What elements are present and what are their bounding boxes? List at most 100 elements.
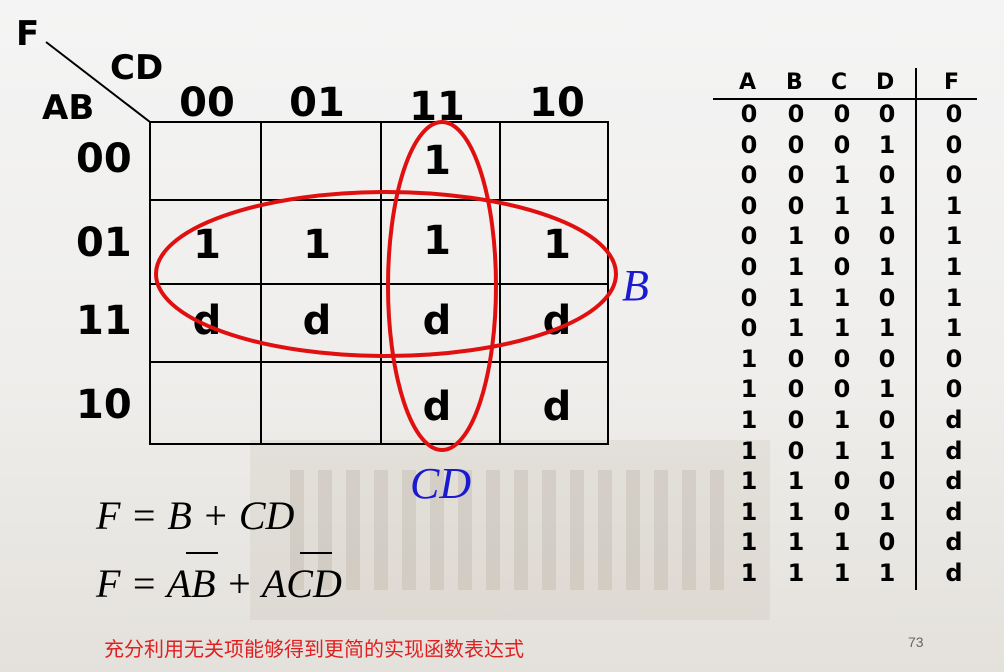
truth-table-cell-a: 0	[740, 283, 758, 312]
truth-table-cell-d: 1	[878, 375, 896, 404]
truth-table-cell-f: d	[945, 406, 963, 434]
truth-table-cell-f: d	[945, 559, 963, 587]
truth-table-cell-c: 0	[833, 130, 851, 159]
truth-table-cell-d: 0	[878, 100, 896, 128]
truth-table-cell-d: 0	[878, 344, 896, 373]
kmap-cell: 1	[193, 222, 221, 268]
truth-table-cell-f: 1	[945, 314, 963, 343]
truth-table-cell-f: 1	[945, 222, 963, 251]
truth-table-cell-b: 0	[787, 100, 805, 128]
truth-table-cell-d: 0	[878, 467, 896, 496]
truth-table-header-rule	[713, 98, 977, 100]
truth-table-cell-d: 1	[878, 314, 896, 343]
truth-table-cell-a: 0	[740, 100, 758, 128]
truth-table-cell-d: 1	[878, 497, 896, 526]
kmap-col-header: 00	[179, 80, 235, 126]
truth-table-header-d: D	[876, 70, 895, 95]
truth-table-cell-d: 0	[878, 528, 896, 557]
truth-table-cell-a: 0	[740, 222, 758, 251]
kmap-row-header: 10	[76, 382, 132, 428]
truth-table-cell-c: 0	[833, 253, 851, 281]
kmap-corner-diagonal	[45, 41, 151, 123]
truth-table-cell-b: 1	[787, 528, 805, 557]
kmap-row-header: 00	[76, 136, 132, 182]
truth-table-cell-f: 0	[945, 344, 963, 373]
truth-table-cell-a: 1	[740, 375, 758, 404]
truth-table-cell-b: 1	[787, 467, 805, 496]
truth-table-cell-d: 1	[878, 253, 896, 281]
truth-table-cell-b: 1	[787, 253, 805, 281]
kmap-cell: 1	[303, 222, 331, 268]
truth-table-cell-d: 0	[878, 283, 896, 312]
truth-table-cell-c: 1	[833, 314, 851, 343]
truth-table-cell-b: 0	[787, 375, 805, 404]
truth-table-cell-b: 0	[787, 344, 805, 373]
truth-table-cell-b: 1	[787, 314, 805, 343]
truth-table-cell-f: 0	[945, 130, 963, 159]
overbar	[300, 552, 332, 554]
background-building	[250, 440, 770, 620]
truth-table-cell-d: 0	[878, 222, 896, 251]
truth-table-cell-a: 1	[740, 406, 758, 434]
truth-table-cell-a: 1	[740, 497, 758, 526]
kmap-cell: d	[422, 298, 452, 344]
kmap-cell: d	[542, 384, 572, 430]
truth-table-cell-b: 1	[787, 559, 805, 587]
truth-table-cell-a: 1	[740, 467, 758, 496]
truth-table-cell-c: 0	[833, 375, 851, 404]
kmap-cell: 1	[423, 138, 451, 184]
truth-table-cell-c: 0	[833, 467, 851, 496]
truth-table-cell-c: 1	[833, 436, 851, 465]
truth-table-cell-d: 1	[878, 191, 896, 220]
kmap-cell: 1	[543, 222, 571, 268]
truth-table-cell-a: 0	[740, 253, 758, 281]
truth-table-cell-f: d	[945, 436, 963, 465]
truth-table-cell-b: 1	[787, 283, 805, 312]
truth-table-cell-c: 1	[833, 161, 851, 190]
truth-table-cell-c: 1	[833, 191, 851, 220]
truth-table-cell-c: 1	[833, 559, 851, 587]
truth-table-cell-c: 1	[833, 283, 851, 312]
group-label-b: B	[622, 261, 649, 310]
truth-table-cell-c: 0	[833, 344, 851, 373]
group-oval-cd	[386, 120, 498, 452]
truth-table-cell-a: 0	[740, 314, 758, 343]
truth-table-cell-b: 0	[787, 436, 805, 465]
truth-table-cell-b: 0	[787, 191, 805, 220]
truth-table-cell-a: 1	[740, 528, 758, 557]
truth-table-cell-a: 1	[740, 344, 758, 373]
kmap-row-header: 11	[76, 298, 132, 344]
overbar	[186, 552, 218, 554]
truth-table-cell-c: 1	[833, 406, 851, 434]
truth-table-cell-f: 1	[945, 283, 963, 312]
truth-table-cell-c: 0	[833, 222, 851, 251]
truth-table-cell-a: 0	[740, 130, 758, 159]
equation-minimized: F = B + CD	[96, 493, 295, 538]
truth-table-output-divider	[915, 68, 917, 590]
truth-table-cell-b: 1	[787, 222, 805, 251]
kmap-row-header: 01	[76, 220, 132, 266]
kmap-cell: d	[422, 384, 452, 430]
page-number: 73	[908, 634, 924, 650]
truth-table-cell-f: d	[945, 497, 963, 526]
truth-table-cell-f: 0	[945, 375, 963, 404]
truth-table-cell-f: d	[945, 528, 963, 557]
truth-table-cell-f: d	[945, 467, 963, 496]
group-label-cd: CD	[410, 459, 472, 508]
truth-table-cell-a: 1	[740, 559, 758, 587]
kmap-cell: d	[302, 298, 332, 344]
truth-table-cell-a: 0	[740, 161, 758, 190]
truth-table-cell-b: 0	[787, 130, 805, 159]
truth-table-header-a: A	[739, 70, 757, 95]
truth-table-cell-d: 0	[878, 406, 896, 434]
kmap-col-header: 10	[529, 80, 585, 126]
kmap-col-header: 01	[289, 80, 345, 126]
truth-table-header-f: F	[944, 70, 960, 95]
truth-table-cell-f: 1	[945, 191, 963, 220]
kmap-grid	[149, 121, 609, 445]
truth-table-cell-c: 0	[833, 100, 851, 128]
footnote-text: 充分利用无关项能够得到更简的实现函数表达式	[104, 637, 524, 661]
equation-complement: F = AB + ACD	[96, 561, 342, 606]
kmap-cell: d	[542, 298, 572, 344]
